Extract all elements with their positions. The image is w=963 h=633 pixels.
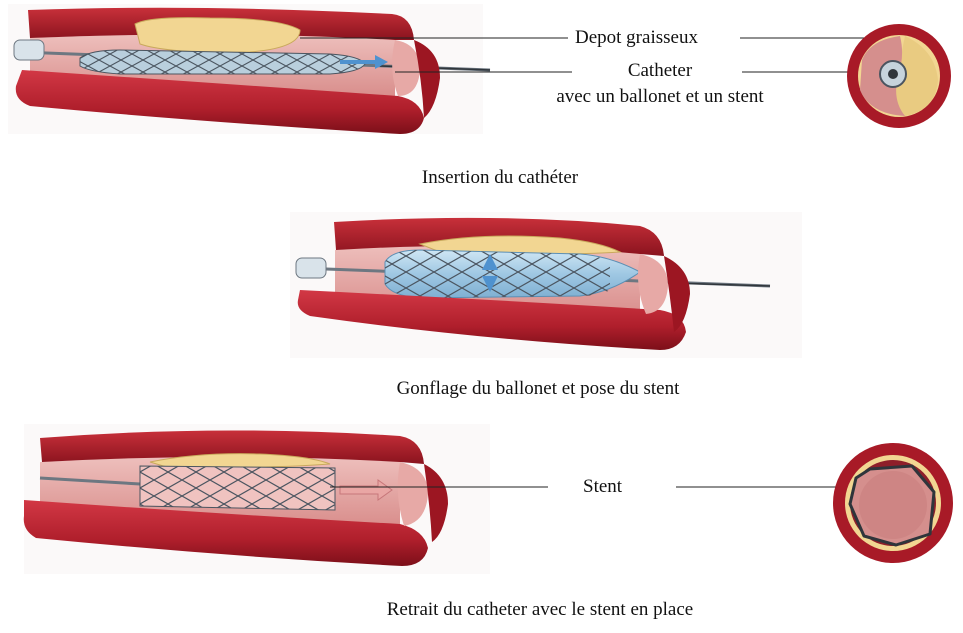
cross-section-insertion bbox=[847, 24, 951, 128]
caption-insertion: Insertion du cathéter bbox=[380, 167, 620, 189]
expanding-stent bbox=[385, 250, 610, 298]
label-stent: Stent bbox=[583, 476, 622, 498]
artery-panel-insertion bbox=[8, 4, 490, 134]
artery-panel-inflation bbox=[290, 212, 802, 358]
label-catheter-detail: avec un ballonet et un stent bbox=[540, 86, 780, 108]
caption-stent-in-place: Retrait du catheter avec le stent en pla… bbox=[320, 599, 760, 621]
cross-section-stent bbox=[833, 443, 953, 563]
plaque-deposit bbox=[135, 18, 300, 53]
label-depot-graisseux: Depot graisseux bbox=[575, 27, 698, 49]
artery-panel-stent-in-place bbox=[24, 424, 490, 574]
caption-inflation: Gonflage du ballonet et pose du stent bbox=[338, 378, 738, 400]
label-catheter: Catheter bbox=[575, 60, 745, 82]
